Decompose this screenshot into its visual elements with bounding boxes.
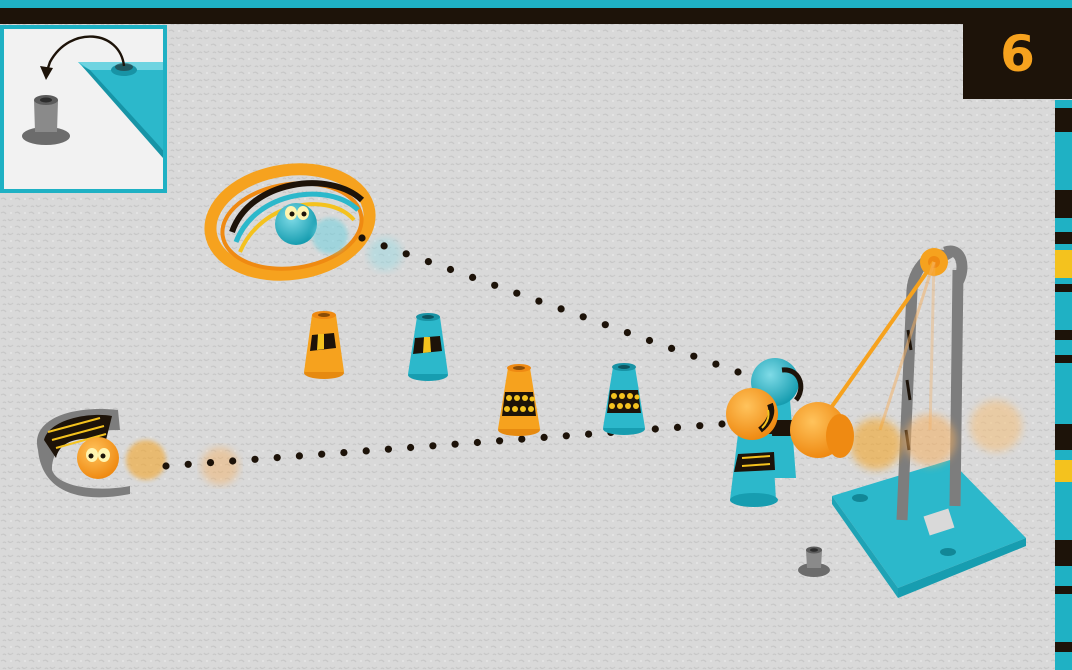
trajectory-dot xyxy=(718,420,725,427)
trajectory-dot xyxy=(251,456,258,463)
trajectory-dot xyxy=(229,457,236,464)
trajectory-dot xyxy=(491,282,498,289)
trajectory-dot xyxy=(535,298,542,305)
trajectory-dot xyxy=(563,432,570,439)
trajectory-dot xyxy=(674,424,681,431)
trajectory-dot xyxy=(385,446,392,453)
trajectory-dot xyxy=(696,422,703,429)
trajectory-dot xyxy=(558,305,565,312)
trajectory-dot xyxy=(602,321,609,328)
trajectory-dot xyxy=(652,425,659,432)
trajectory-dot xyxy=(624,329,631,336)
step-number: 6 xyxy=(1000,29,1035,79)
trajectory-dot xyxy=(690,353,697,360)
trajectory-dot xyxy=(296,452,303,459)
trajectory-dot xyxy=(541,434,548,441)
trajectory-dot xyxy=(363,447,370,454)
trajectory-dot xyxy=(474,439,481,446)
trajectory-dot xyxy=(407,444,414,451)
trajectory-dot xyxy=(668,345,675,352)
step-number-badge: 6 xyxy=(963,8,1072,99)
trajectory-dot xyxy=(429,442,436,449)
trajectory-dot xyxy=(712,361,719,368)
top-bar xyxy=(0,0,1072,8)
trajectory-dot xyxy=(425,258,432,265)
trajectory-dot xyxy=(646,337,653,344)
trajectory-dot xyxy=(469,274,476,281)
blue-ball-motion-blur xyxy=(368,237,402,271)
top-bar-dark xyxy=(0,8,963,24)
trajectory-dot xyxy=(734,368,741,375)
trajectory-dot xyxy=(185,461,192,468)
trajectory-dot xyxy=(452,441,459,448)
orange-ball-motion-blur xyxy=(201,447,239,485)
blue-ball-motion-blur xyxy=(312,218,348,254)
trajectory-dot xyxy=(447,266,454,273)
trajectory-dot xyxy=(580,313,587,320)
trajectory-dot xyxy=(381,242,388,249)
trajectory-dot xyxy=(318,451,325,458)
trajectory-dot xyxy=(162,462,169,469)
orange-ball-motion-blur xyxy=(126,440,166,480)
trajectory-dot xyxy=(358,234,365,241)
edge-tab-strip xyxy=(1055,100,1072,670)
trajectory-dot xyxy=(340,449,347,456)
trajectory-dot xyxy=(585,431,592,438)
orange-ball xyxy=(77,437,119,479)
trajectory-dot xyxy=(207,459,214,466)
inset-panel xyxy=(2,27,165,191)
trajectory-dot xyxy=(518,436,525,443)
trajectory-dot xyxy=(274,454,281,461)
trajectory-dot xyxy=(513,290,520,297)
trajectory-dot xyxy=(496,437,503,444)
blue-ball xyxy=(275,203,317,245)
trajectory-dot xyxy=(403,250,410,257)
